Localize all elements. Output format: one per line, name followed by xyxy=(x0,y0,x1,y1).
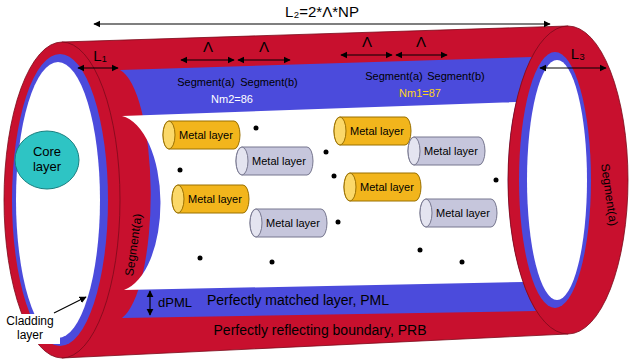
metal-cylinder: Metal layer xyxy=(334,116,412,146)
layer-label: Cladding layer xyxy=(0,314,60,344)
segment-label: Segment(a) xyxy=(365,70,422,83)
cylinder-body xyxy=(163,121,240,149)
dot xyxy=(418,248,423,253)
metal-cylinder: Metal layer xyxy=(163,120,241,150)
count-label: Nm2=86 xyxy=(211,93,253,106)
cylinder-body xyxy=(408,137,485,165)
cladding-region xyxy=(16,62,100,338)
metal-cylinder: Metal layer xyxy=(236,146,314,176)
metal-label: Metal layer xyxy=(416,145,478,158)
pml-layer xyxy=(120,57,536,318)
dot xyxy=(324,150,329,155)
period-label: Λ xyxy=(416,33,426,50)
boundary-label: Perfectly reflecting boundary, PRB xyxy=(214,322,427,338)
right-end-face xyxy=(508,26,628,334)
metal-label: Metal layer xyxy=(180,193,242,206)
metal-cylinder: Metal layer xyxy=(172,184,250,214)
cylinder-body xyxy=(344,173,421,201)
cylinder-body xyxy=(334,117,411,145)
length-arrow xyxy=(94,23,550,24)
dot xyxy=(336,220,341,225)
period-label: Λ xyxy=(362,33,372,50)
dot xyxy=(332,174,337,179)
period-label: Λ xyxy=(259,38,269,55)
metal-cylinder: Metal layer xyxy=(344,172,422,202)
layer-label: Perfectly matched layer, PML xyxy=(207,292,389,308)
cylinder-cap xyxy=(344,173,356,201)
length-arrow xyxy=(78,67,118,68)
cylinder-body xyxy=(172,185,249,213)
dot xyxy=(270,260,275,265)
metal-label: Metal layer xyxy=(244,155,306,168)
cylinder-cap xyxy=(250,209,262,237)
metal-label: Metal layer xyxy=(342,125,404,138)
segment-label: Segment(a) xyxy=(177,76,234,89)
metal-label: Metal layer xyxy=(171,129,233,142)
length-label: L₁ xyxy=(93,47,106,64)
metal-label: Metal layer xyxy=(258,217,320,230)
core-ellipse: Core layer xyxy=(14,130,80,190)
cylinder-body xyxy=(420,199,497,227)
dimension-arrows xyxy=(78,24,606,315)
metal-label: Metal layer xyxy=(428,207,490,220)
period-arrow xyxy=(238,59,290,60)
dot xyxy=(494,178,499,183)
right-end-interior xyxy=(527,60,587,300)
dot xyxy=(254,126,259,131)
metal-cylinder: Metal layer xyxy=(420,198,498,228)
cylinder-cap xyxy=(172,185,184,213)
dot xyxy=(178,168,183,173)
left-end-pml xyxy=(12,54,108,346)
cylinder-body xyxy=(250,209,327,237)
length-label: L₃ xyxy=(571,45,585,62)
segment-label: Segment(b) xyxy=(240,76,297,89)
cylinder-cap xyxy=(236,147,248,175)
core-ellipse-outline xyxy=(15,131,79,189)
cylinder-cap xyxy=(334,117,346,145)
period-label: Λ xyxy=(203,38,213,55)
cylinder-cap xyxy=(163,121,175,149)
count-label: Nm1=87 xyxy=(399,87,441,100)
dot xyxy=(198,256,203,261)
thickness-label: dPML xyxy=(158,296,192,311)
left-end-face xyxy=(4,42,120,358)
period-arrow xyxy=(396,54,447,55)
interior-region xyxy=(122,102,523,290)
thickness-arrow xyxy=(149,291,150,315)
cylinder-cap xyxy=(408,137,420,165)
metal-cylinder: Metal layer xyxy=(250,208,328,238)
period-arrow xyxy=(181,59,234,60)
cylinder-body xyxy=(236,147,313,175)
length-arrow xyxy=(540,67,606,68)
segment-label: Segment(b) xyxy=(427,70,484,83)
right-end-pml xyxy=(519,52,591,308)
fiber-body xyxy=(62,26,568,358)
dot xyxy=(460,260,465,265)
core-label: Core layer xyxy=(22,145,72,175)
metal-cylinder: Metal layer xyxy=(408,136,486,166)
period-arrow xyxy=(341,54,392,55)
length-label: L₂=2*Λ*NP xyxy=(285,3,359,20)
leader-line xyxy=(54,297,86,313)
metal-label: Metal layer xyxy=(352,181,414,194)
cylinder-cap xyxy=(420,199,432,227)
